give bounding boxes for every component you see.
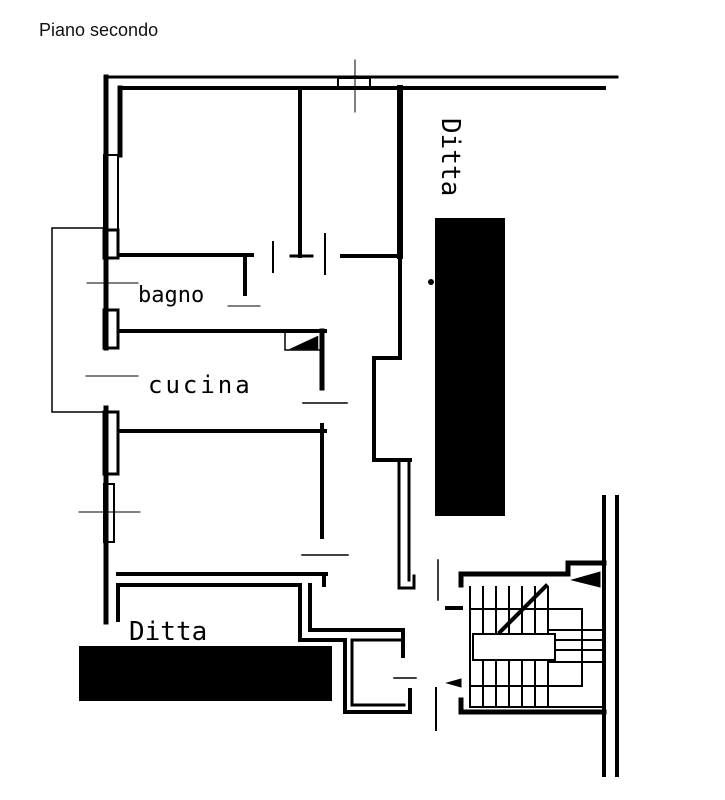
staircase (445, 495, 619, 777)
balcony-outline (51, 227, 107, 413)
neighbor-label-right: Ditta (435, 118, 465, 196)
room-label-kitchen: cucina (148, 371, 253, 399)
redaction-bottom (79, 646, 332, 701)
neighbor-label-bottom: Ditta (129, 617, 207, 647)
outer-left-wall-upper (102, 74, 123, 351)
plan-title: Piano secondo (39, 20, 159, 40)
redaction-right (435, 218, 505, 516)
room-label-bathroom: bagno (138, 283, 204, 308)
